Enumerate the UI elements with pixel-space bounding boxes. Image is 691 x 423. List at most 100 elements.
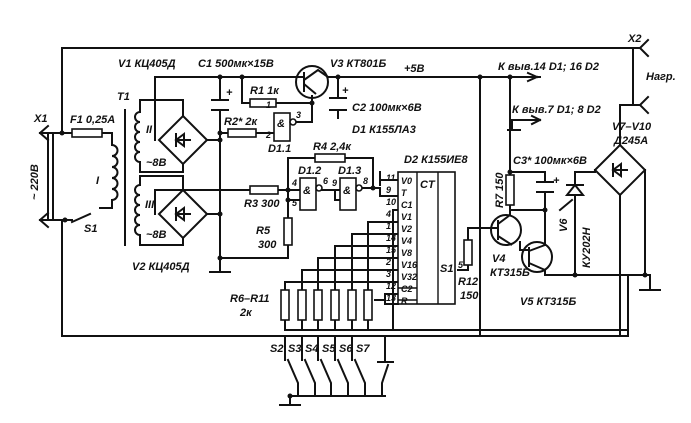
switch-label: S7 (356, 343, 370, 355)
svg-text:V4: V4 (492, 253, 505, 265)
resistors (227, 98, 515, 321)
d2-pin-name: V0 (401, 176, 412, 186)
svg-text:4: 4 (291, 178, 297, 188)
resistor-r3 (249, 185, 279, 195)
svg-text:&: & (277, 118, 285, 130)
d2-pin-name: C2 (401, 284, 413, 294)
svg-text:8: 8 (363, 176, 368, 186)
svg-text:D1.3: D1.3 (338, 165, 361, 177)
switch-label: S6 (339, 343, 353, 355)
svg-text:T1: T1 (117, 91, 130, 103)
svg-text:300: 300 (258, 239, 277, 251)
switch-label: S4 (305, 343, 318, 355)
capacitor-c1: + (211, 87, 233, 111)
gate-d1-1: & (273, 112, 297, 142)
d2-pin-number: 11 (386, 173, 395, 183)
bridge-v1 (157, 114, 209, 166)
resistor-r1 (249, 98, 277, 108)
transistor-v5 (521, 241, 553, 273)
svg-text:Д245А: Д245А (613, 135, 648, 147)
d2-pin-number: 14 (386, 233, 396, 243)
svg-text:D1.2: D1.2 (298, 165, 321, 177)
transistor-v3 (295, 65, 329, 99)
svg-text:&: & (343, 185, 351, 197)
d2-pin-number: 12 (386, 281, 396, 291)
svg-text:К выв.7 D1; 8 D2: К выв.7 D1; 8 D2 (512, 104, 601, 116)
d2-pin-number: 15 (386, 245, 397, 255)
svg-text:V3 КТ801Б: V3 КТ801Б (330, 58, 386, 70)
svg-text:+: + (226, 87, 233, 99)
d2-pin-number: 3 (386, 269, 391, 279)
svg-text:F1 0,25А: F1 0,25А (70, 114, 115, 126)
resistor-r5 (283, 217, 293, 246)
svg-text:V1 КЦ405Д: V1 КЦ405Д (118, 58, 176, 70)
switch-label: S3 (288, 343, 301, 355)
transformer-t1 (111, 109, 141, 246)
svg-text:&: & (303, 185, 311, 197)
svg-text:6: 6 (323, 176, 329, 186)
d2-pin-name: V4 (401, 236, 412, 246)
svg-text:V7–V10: V7–V10 (612, 121, 652, 133)
svg-text:5: 5 (458, 260, 464, 270)
resistor-r11 (363, 289, 373, 321)
d2-pin-number: 10 (386, 197, 396, 207)
resistor-r9 (330, 289, 340, 321)
bridge-v2 (157, 188, 209, 240)
svg-text:5: 5 (292, 198, 298, 208)
svg-text:+: + (342, 85, 349, 97)
d2-pin-number: 13 (386, 293, 396, 303)
resistor-r12 (463, 239, 473, 266)
svg-text:I: I (96, 175, 100, 187)
svg-text:2к: 2к (239, 307, 253, 319)
d2-pin-name: R (401, 296, 408, 306)
svg-text:150: 150 (460, 290, 479, 302)
svg-text:К выв.14 D1; 16 D2: К выв.14 D1; 16 D2 (498, 61, 599, 73)
svg-text:X2: X2 (627, 33, 641, 45)
resistor-r7b (297, 289, 307, 321)
connector-x2-icon (638, 38, 650, 115)
d2-pin-name: V2 (401, 224, 412, 234)
d2-pin-name: V1 (401, 212, 412, 222)
svg-text:D2 К155ИЕ8: D2 К155ИЕ8 (404, 154, 468, 166)
switch-label: S2 (270, 343, 283, 355)
svg-text:V5 КТ315Б: V5 КТ315Б (520, 296, 576, 308)
terminals (38, 38, 650, 229)
resistor-r6 (280, 289, 290, 321)
capacitor-c2: + (329, 85, 349, 111)
svg-text:R4 2,4к: R4 2,4к (313, 141, 352, 153)
d2-pin-name: C1 (401, 200, 413, 210)
gate-d1-2: & (299, 177, 323, 211)
d2-pin-name: T (401, 188, 408, 198)
svg-text:R1 1к: R1 1к (250, 85, 280, 97)
transistor-v4 (490, 214, 522, 246)
plug-x1-icon (38, 124, 50, 229)
svg-text:V6: V6 (558, 218, 570, 232)
resistor-r7 (505, 174, 515, 206)
svg-text:КУ202Н: КУ202Н (581, 226, 593, 268)
component-labels: X1 ~ 220В F1 0,25А S1 T1 I II III ~8В ~8… (29, 33, 676, 319)
svg-text:Нагр.: Нагр. (646, 71, 676, 83)
gate-d1-3: & (339, 177, 363, 211)
bridge-v7-v10 (593, 143, 647, 197)
svg-text:CT: CT (420, 179, 436, 191)
svg-text:+5В: +5В (404, 63, 425, 75)
svg-text:~ 220В: ~ 220В (29, 164, 41, 200)
d2-pin-number: 2 (385, 257, 391, 267)
d2-pin-number: 9 (386, 185, 391, 195)
d2-pin-number: 1 (386, 221, 391, 231)
svg-text:1: 1 (266, 100, 271, 110)
svg-text:КТ315Б: КТ315Б (490, 267, 530, 279)
svg-text:C2 100мк×6В: C2 100мк×6В (352, 102, 422, 114)
d2-pin-name: V32 (401, 272, 417, 282)
svg-text:X1: X1 (33, 113, 47, 125)
resistor-r8 (313, 289, 323, 321)
wires (39, 47, 661, 406)
thyristor-v6 (564, 183, 586, 206)
svg-text:~8В: ~8В (146, 229, 167, 241)
capacitor-c3: + (536, 175, 560, 193)
resistor-r2 (227, 128, 257, 138)
svg-text:III: III (145, 199, 155, 211)
svg-text:II: II (146, 124, 153, 136)
